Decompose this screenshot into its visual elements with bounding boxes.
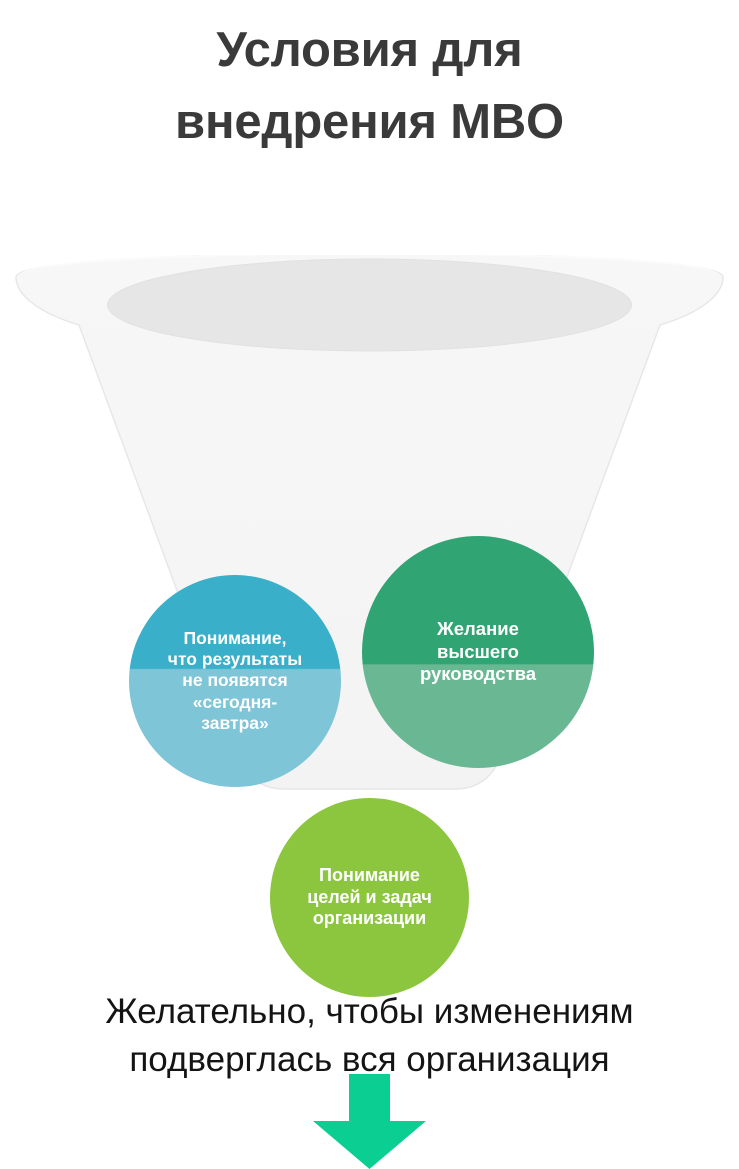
bubble-top-management-fill (362, 536, 594, 768)
bubble-understanding-results-fill (129, 575, 341, 787)
arrow-down-icon (313, 1074, 426, 1169)
bubble-top-management-label: Желание высшего руководства (419, 618, 537, 685)
caption: Желательно, чтобы изменениям подверглась… (0, 988, 739, 1084)
funnel-diagram: Понимание, что результаты не появятся «с… (0, 255, 739, 1169)
bubble-goals-understanding-label: Понимание целей и задач организации (307, 864, 432, 929)
caption-line-2: подверглась вся организация (129, 1040, 610, 1079)
bubble-understanding-results-label: Понимание, что результаты не появятся «с… (167, 627, 303, 734)
funnel-shape-icon (15, 255, 724, 790)
caption-line-1: Желательно, чтобы изменениям (105, 992, 634, 1031)
bubble-understanding-results[interactable]: Понимание, что результаты не появятся «с… (129, 575, 341, 787)
bubble-goals-understanding[interactable]: Понимание целей и задач организации (270, 798, 469, 997)
page-title: Условия для внедрения MBO (0, 14, 739, 158)
bubble-top-management[interactable]: Желание высшего руководства (362, 536, 594, 768)
funnel-opening (107, 258, 632, 352)
page-title-line-1: Условия для (216, 23, 523, 77)
page-title-line-2: внедрения MBO (175, 95, 564, 149)
